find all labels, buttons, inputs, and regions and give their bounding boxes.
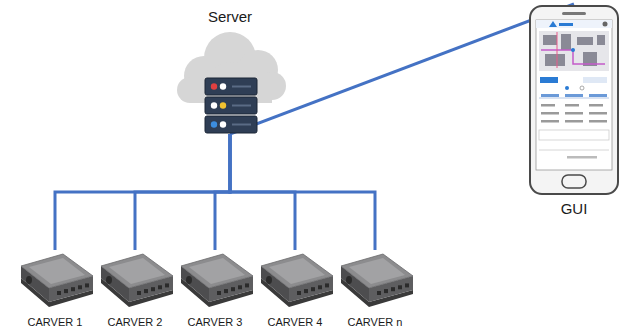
node-label: Server xyxy=(172,8,288,25)
carver-robot xyxy=(261,254,333,307)
network-link xyxy=(230,134,375,250)
device-label: CARVER 1 xyxy=(13,316,97,328)
carver-device: CARVER n xyxy=(333,250,417,334)
carver-device: CARVER 1 xyxy=(13,250,97,334)
network-link xyxy=(55,134,230,250)
carver-robot xyxy=(21,254,93,307)
device-label: CARVER 2 xyxy=(93,316,177,328)
carver-device: CARVER 3 xyxy=(173,250,257,334)
cloud xyxy=(177,32,286,114)
server-rack xyxy=(205,78,257,133)
network-link xyxy=(230,4,574,134)
device-label: CARVER 4 xyxy=(253,316,337,328)
device-label: CARVER 3 xyxy=(173,316,257,328)
phone-body xyxy=(530,6,618,194)
carver-robot xyxy=(101,254,173,307)
network-link xyxy=(135,134,230,250)
gui-phone: GUI xyxy=(527,4,621,226)
server-node: Server xyxy=(172,6,288,134)
carver-robot xyxy=(181,254,253,307)
phone-art xyxy=(527,4,621,226)
carver-device: CARVER 4 xyxy=(253,250,337,334)
node-label: GUI xyxy=(527,200,621,217)
device-label: CARVER n xyxy=(333,316,417,328)
carver-device: CARVER 2 xyxy=(93,250,177,334)
network-link xyxy=(215,134,230,250)
server-art xyxy=(172,6,288,134)
carver-robot xyxy=(341,254,413,307)
